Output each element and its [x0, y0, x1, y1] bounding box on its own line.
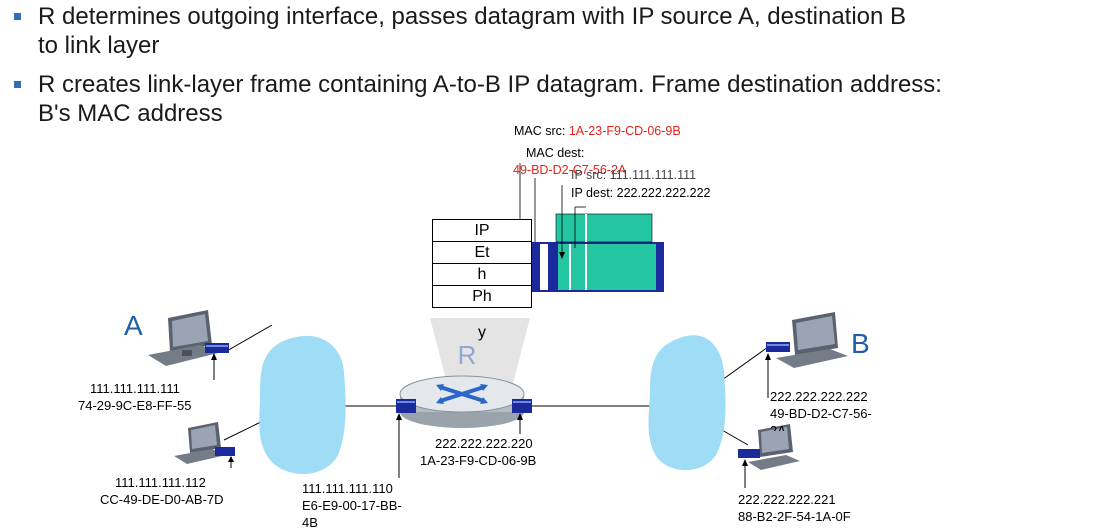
stack-layer-link-1: Et [433, 242, 531, 264]
host-a-interface [205, 343, 229, 353]
link-a2-subnet1 [223, 419, 266, 441]
host-a-computer-icon [148, 310, 218, 366]
host-a2-interface [215, 447, 235, 456]
host-b2-mac: 88-B2-2F-54-1A-0F [738, 509, 851, 524]
link-layer-frame [530, 242, 664, 292]
host-a2-ip: 111.111.111.112 [115, 475, 206, 490]
bullet-1-line1: R determines outgoing interface, passes … [38, 3, 907, 30]
mac-dest-value: 49-BD-D2-C7-56-2A [513, 163, 627, 177]
link-a-subnet1 [224, 324, 273, 353]
bullet-marker [14, 81, 21, 88]
router-left-mac-line1: E6-E9-00-17-BB- [302, 498, 402, 513]
router-icon [399, 375, 525, 428]
bullet-2-line2: B's MAC address [38, 100, 223, 127]
host-a2-computer-icon [174, 422, 226, 464]
link-subnet2-b [721, 346, 769, 381]
subnet-1-cloud [259, 335, 346, 475]
mac-dest-label: MAC dest: [526, 146, 585, 160]
host-a-label: A [124, 310, 143, 341]
bullet-2-line1: R creates link-layer frame containing A-… [38, 71, 942, 98]
host-b2-interface [738, 449, 760, 458]
host-a-mac: 74-29-9C-E8-FF-55 [78, 398, 192, 413]
bullet-1-line2: to link layer [38, 32, 160, 59]
frame-payload [558, 244, 656, 290]
stack-layer-phy-1: Ph [472, 288, 492, 305]
router-right-mac: 1A-23-F9-CD-06-9B [420, 453, 537, 468]
host-b2-computer-icon [748, 424, 800, 470]
host-b-computer-icon [776, 312, 848, 368]
router-label: R [457, 340, 477, 370]
host-b-mac-line1: 49-BD-D2-C7-56- [770, 406, 872, 421]
router-left-ip: 111.111.111.110 [302, 481, 393, 496]
mac-src-value: 1A-23-F9-CD-06-9B [568, 124, 681, 138]
host-b-mac-line2: 2A [770, 423, 786, 431]
subnet-2-cloud [648, 335, 726, 471]
host-b-label: B [851, 328, 870, 359]
link-subnet2-b2 [721, 429, 749, 446]
mac-src-label-text: MAC src: [514, 124, 569, 138]
bullet-2: R creates link-layer frame containing A-… [14, 70, 942, 128]
host-b-interface [766, 342, 790, 352]
ip-dest-label: IP dest: 222.222.222.222 [571, 186, 711, 200]
router-protocol-stack: IP Et h Ph [432, 219, 532, 308]
host-a2-mac: CC-49-DE-D0-AB-7D [100, 492, 224, 507]
ip-datagram [555, 213, 653, 243]
bullet-1: R determines outgoing interface, passes … [14, 2, 906, 60]
stack-layer-link-2: h [433, 264, 531, 286]
bullet-marker [14, 13, 21, 20]
stack-layer-network: IP [433, 220, 531, 242]
host-a-ip: 111.111.111.111 [90, 381, 180, 396]
host-b-ip: 222.222.222.222 [770, 389, 868, 404]
router-right-ip: 222.222.222.220 [435, 436, 533, 451]
mac-src-label: MAC src: 1A-23-F9-CD-06-9B [514, 124, 681, 139]
stack-layer-phy-2: y [478, 324, 486, 341]
router-left-mac-line2: 4B [302, 515, 318, 530]
host-b2-ip: 222.222.222.221 [738, 492, 836, 507]
ip-src-label: IP src: 111.111.111.111 [571, 168, 697, 182]
